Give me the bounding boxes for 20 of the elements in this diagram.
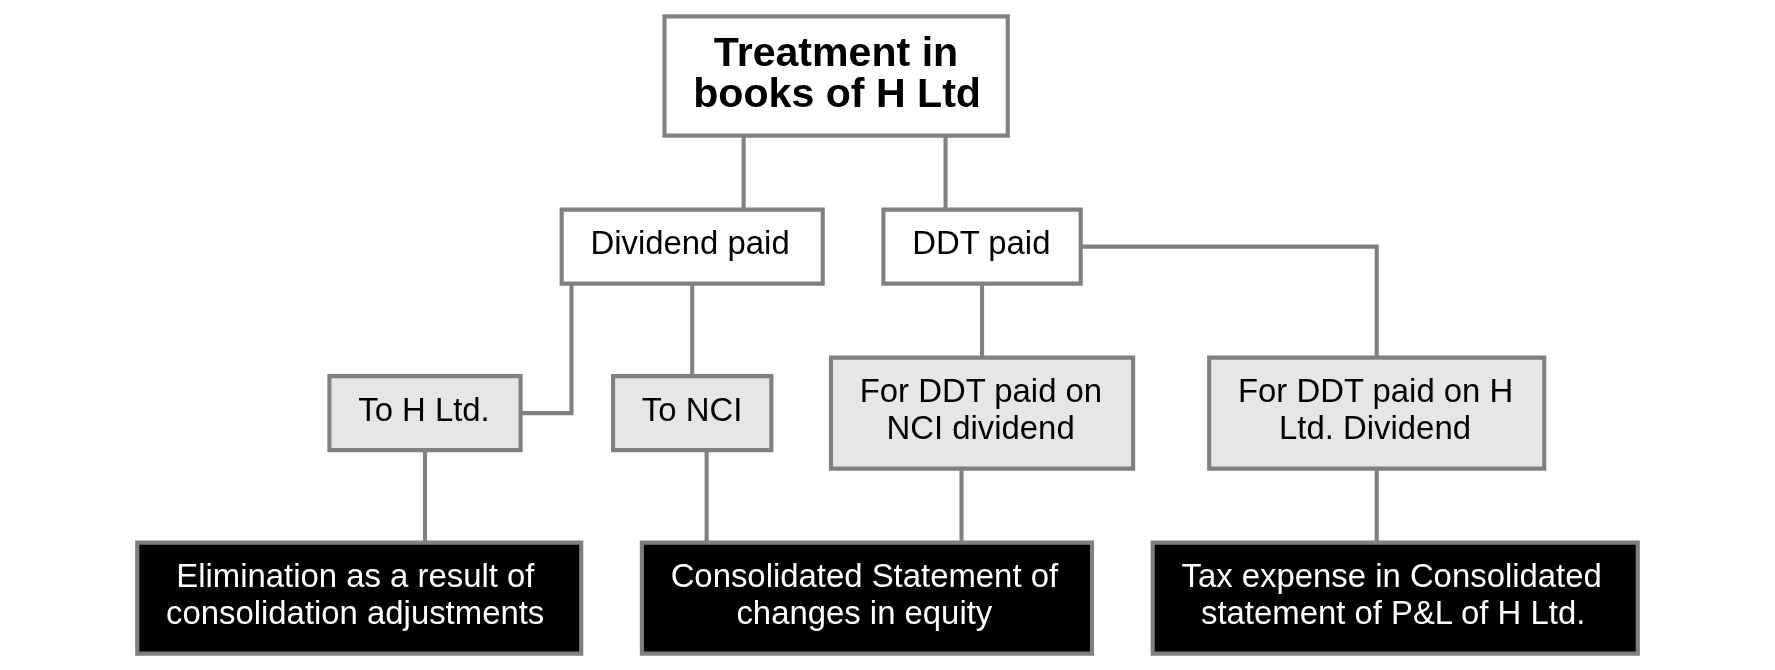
node-box: Elimination as a result of consolidation adjustments	[135, 540, 584, 656]
connector	[943, 135, 948, 210]
node-box: Consolidated Statement of changes in equity	[639, 540, 1095, 656]
node-box: DDT paid	[881, 207, 1083, 286]
node-box: To NCI	[611, 374, 774, 453]
connector	[1374, 468, 1379, 542]
connector	[980, 284, 985, 358]
connector	[422, 450, 428, 543]
connector	[959, 468, 964, 542]
connector	[1081, 244, 1379, 357]
node-box: Treatment in books of H Ltd	[662, 14, 1010, 138]
node-box: Tax expense in Consolidated statement of P&L of H Ltd.	[1150, 540, 1640, 656]
node-box: Dividend paid	[559, 207, 825, 286]
connector	[521, 284, 574, 416]
node-box: For DDT paid on H Ltd. Dividend	[1207, 355, 1547, 471]
connector	[741, 135, 746, 210]
connector	[690, 284, 695, 377]
node-box: To H Ltd.	[327, 374, 523, 453]
connector	[704, 450, 709, 543]
node-box: For DDT paid on NCI dividend	[828, 355, 1136, 471]
